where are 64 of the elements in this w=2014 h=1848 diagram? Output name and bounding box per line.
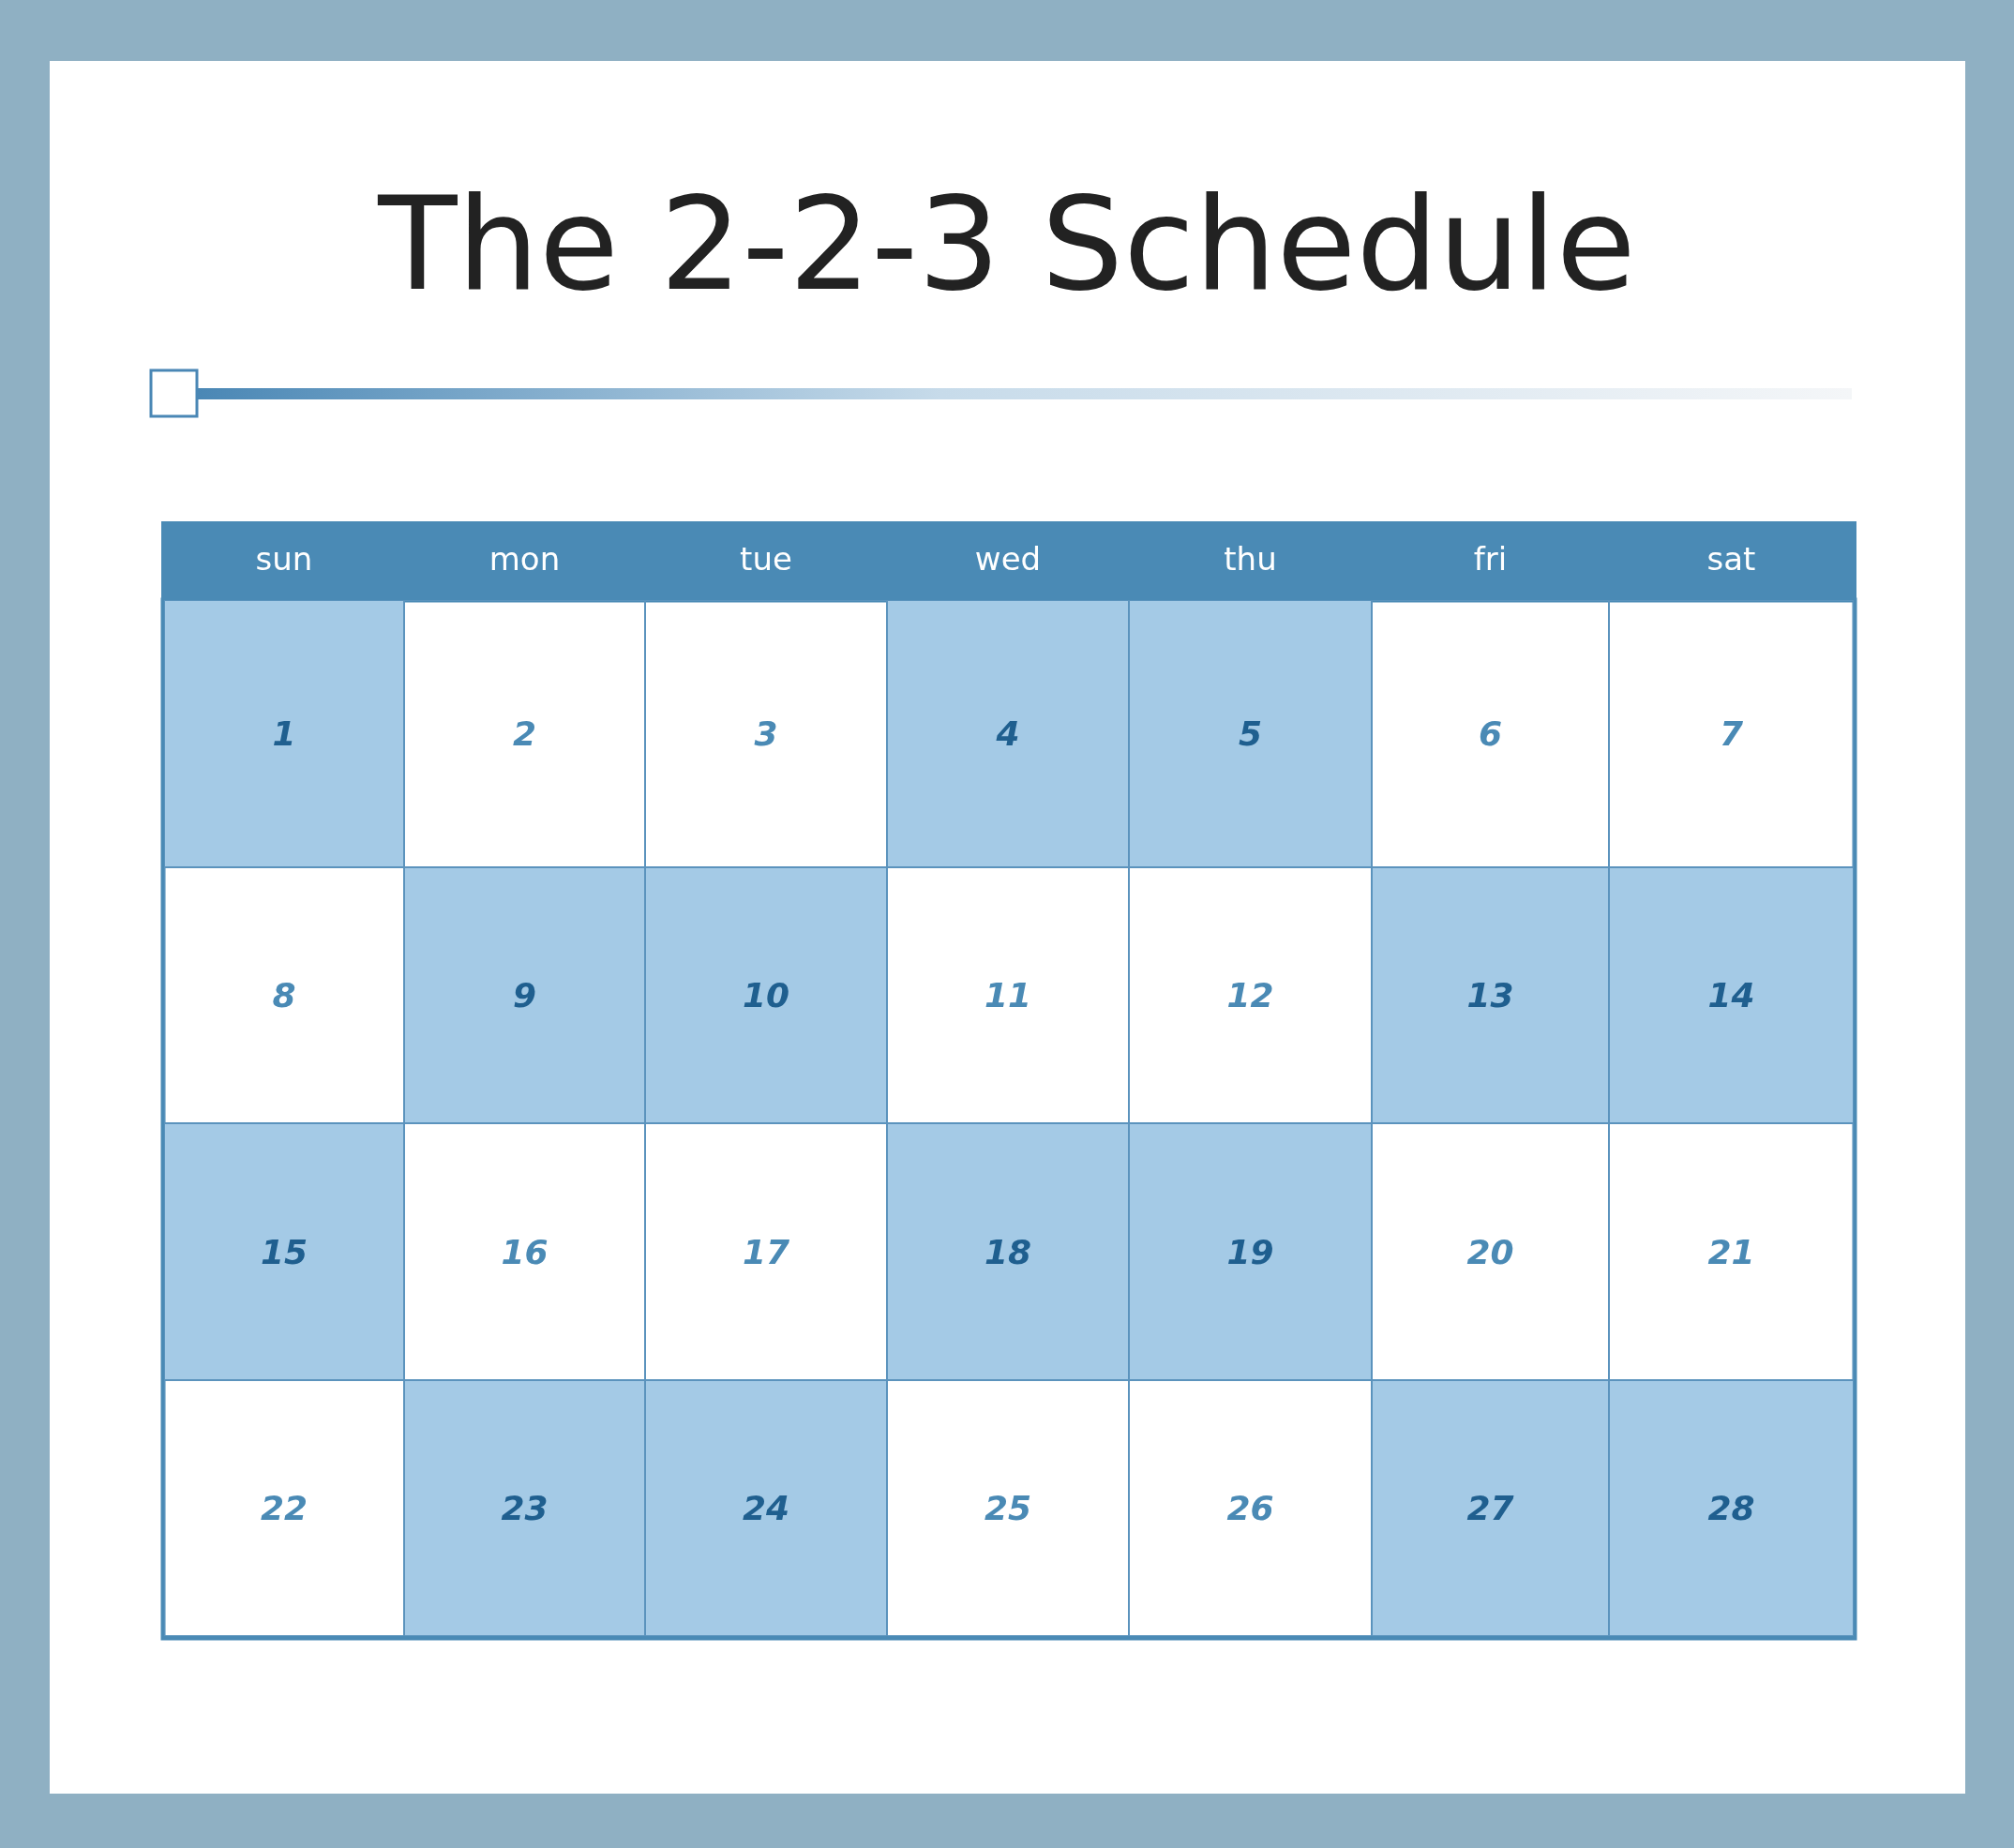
day-cell [1372, 1123, 1609, 1380]
day-number: 20 [1466, 1232, 1514, 1271]
highlighted-day-cell [1372, 1380, 1609, 1636]
day-cell [1609, 600, 1854, 867]
day-number: 15 [260, 1232, 308, 1271]
day-number: 12 [1226, 976, 1274, 1014]
day-number: 21 [1707, 1232, 1755, 1271]
day-number: 23 [501, 1489, 549, 1527]
day-number: 25 [984, 1489, 1032, 1527]
day-cell [404, 1123, 645, 1380]
highlighted-day-cell [887, 600, 1129, 867]
title: The 2-2-3 Schedule [376, 173, 1637, 316]
highlighted-day-cell [164, 1123, 404, 1380]
weekday-label: mon [488, 540, 562, 578]
day-number: 22 [260, 1489, 308, 1527]
day-cell [887, 1380, 1129, 1636]
highlighted-day-cell [404, 867, 645, 1123]
day-number: 2 [512, 714, 537, 753]
day-number: 7 [1719, 714, 1744, 753]
day-cell [887, 867, 1129, 1123]
highlighted-day-cell [1129, 1123, 1372, 1380]
highlighted-day-cell [1609, 1380, 1854, 1636]
day-number: 19 [1226, 1232, 1274, 1271]
day-cell [164, 867, 404, 1123]
day-number: 9 [512, 976, 537, 1014]
day-number: 18 [984, 1232, 1032, 1271]
weekday-label: fri [1472, 540, 1509, 578]
day-cell [1129, 1380, 1372, 1636]
day-number: 14 [1707, 976, 1755, 1014]
day-cell [1372, 600, 1609, 867]
day-number: 27 [1466, 1489, 1514, 1527]
day-number: 10 [742, 976, 790, 1014]
weekday-label: tue [739, 540, 793, 578]
day-number: 3 [754, 714, 778, 753]
day-number: 6 [1478, 714, 1503, 753]
day-cell [164, 1380, 404, 1636]
day-number: 26 [1226, 1489, 1274, 1527]
highlighted-day-cell [887, 1123, 1129, 1380]
day-cell [1129, 867, 1372, 1123]
weekday-label: thu [1223, 540, 1278, 578]
highlighted-day-cell [1609, 867, 1854, 1123]
highlighted-day-cell [404, 1380, 645, 1636]
day-number: 8 [272, 976, 296, 1014]
day-number: 1 [272, 714, 296, 753]
weekday-label: sun [254, 540, 314, 578]
day-number: 16 [501, 1232, 549, 1271]
day-number: 5 [1238, 714, 1263, 753]
day-cell [645, 600, 887, 867]
highlighted-day-cell [164, 600, 404, 867]
day-cell [404, 600, 645, 867]
day-number: 28 [1707, 1489, 1755, 1527]
day-number: 4 [996, 714, 1020, 753]
day-cell [645, 1123, 887, 1380]
day-cell [1609, 1123, 1854, 1380]
day-number: 13 [1466, 976, 1514, 1014]
highlighted-day-cell [645, 867, 887, 1123]
weekday-label: sat [1706, 540, 1757, 578]
day-number: 17 [742, 1232, 790, 1271]
day-number: 11 [984, 976, 1032, 1014]
highlighted-day-cell [645, 1380, 887, 1636]
highlighted-day-cell [1129, 600, 1372, 867]
highlighted-day-cell [1372, 867, 1609, 1123]
day-number: 24 [742, 1489, 790, 1527]
weekday-label: wed [973, 540, 1043, 578]
